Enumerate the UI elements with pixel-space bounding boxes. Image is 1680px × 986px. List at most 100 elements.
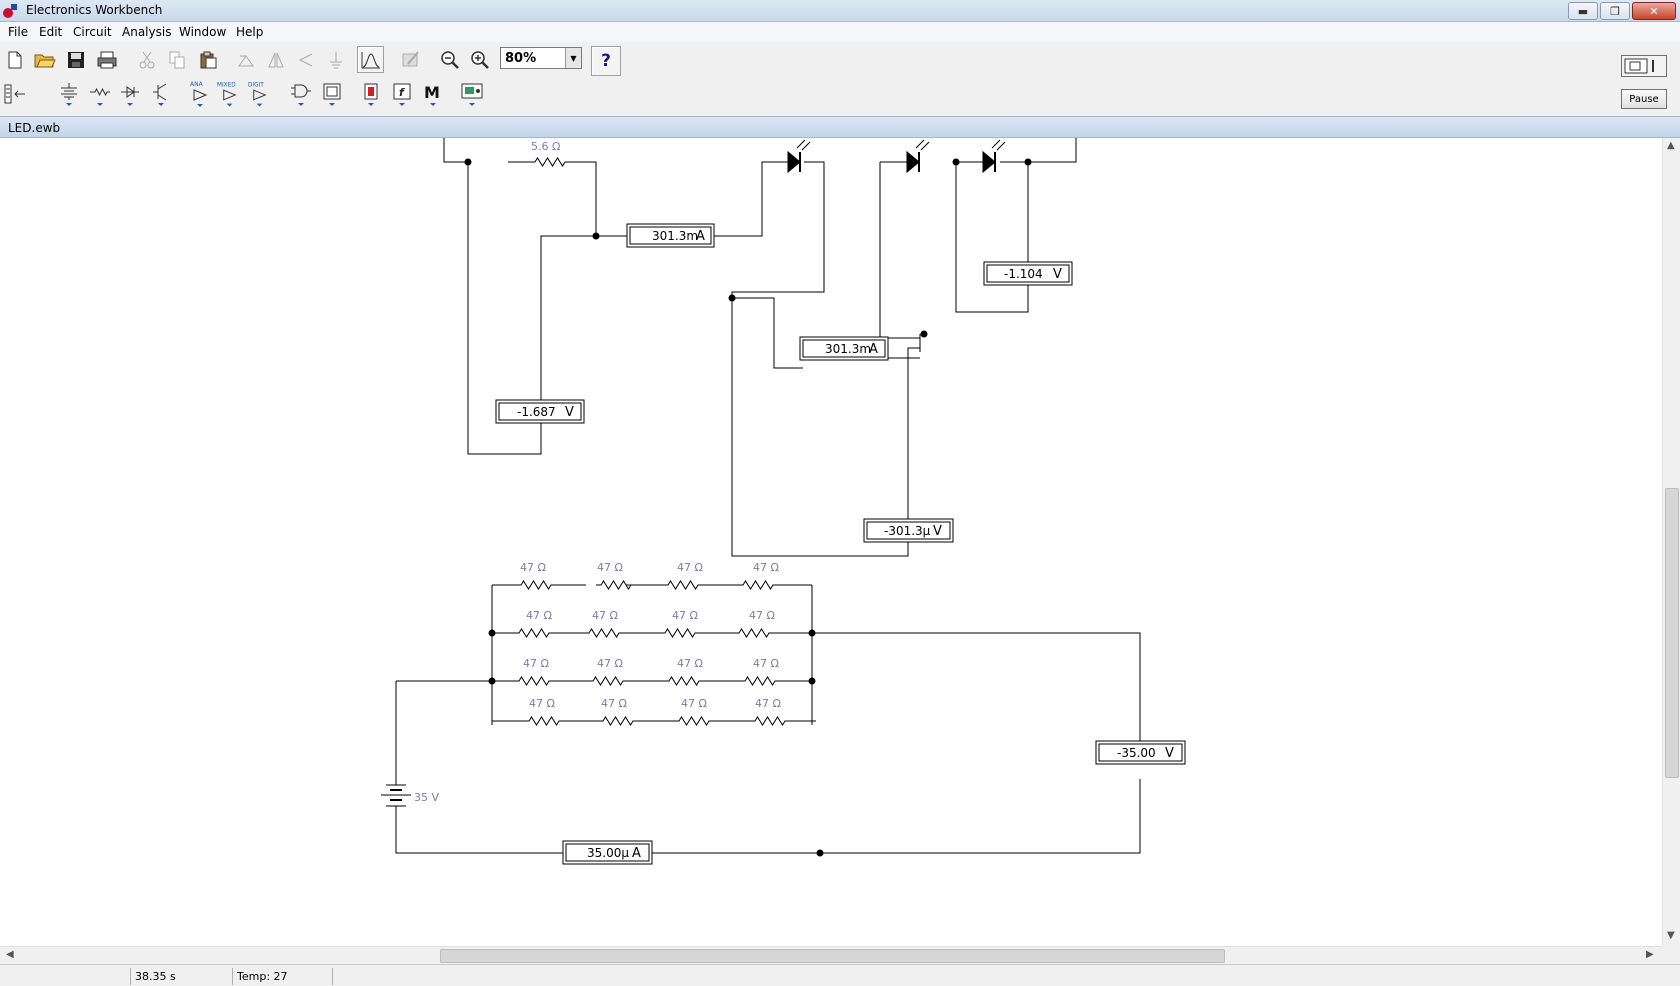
menu-window[interactable]: Window: [179, 25, 227, 39]
component-properties-button[interactable]: [322, 46, 349, 73]
svg-text:V: V: [933, 524, 942, 539]
cut-button[interactable]: [133, 46, 160, 73]
svg-text:301.3m: 301.3m: [652, 229, 698, 243]
resistor-row-3[interactable]: 47 Ω 47 Ω 47 Ω 47 Ω: [513, 657, 781, 686]
menu-help[interactable]: Help: [236, 25, 264, 39]
zoom-in-button[interactable]: [466, 46, 493, 73]
logic-gates-bin-button[interactable]: [287, 80, 314, 107]
vertical-scrollbar[interactable]: ▲ ▼: [1662, 138, 1680, 946]
copy-button[interactable]: [163, 46, 190, 73]
schematic[interactable]: 5.6 Ω: [0, 138, 1662, 946]
menu-edit[interactable]: Edit: [39, 25, 63, 39]
indicator-icon: [364, 83, 377, 106]
battery-35v[interactable]: [381, 777, 411, 817]
vertical-scroll-thumb[interactable]: [1665, 488, 1679, 778]
instruments-bin-button[interactable]: [458, 80, 485, 107]
controls-bin-button[interactable]: f: [388, 80, 415, 107]
scroll-down-icon[interactable]: ▼: [1667, 930, 1675, 941]
paste-button[interactable]: [194, 46, 221, 73]
basic-bin-button[interactable]: [86, 80, 113, 107]
ammeter-1[interactable]: 301.3m A: [626, 223, 715, 248]
svg-text:47 Ω: 47 Ω: [681, 697, 707, 710]
resistor-row-1[interactable]: 47 Ω 47 Ω 47 Ω 47 Ω: [515, 561, 779, 590]
close-button[interactable]: ✕: [1632, 2, 1676, 20]
subcircuit-button[interactable]: [397, 46, 424, 73]
favorites-bin-button[interactable]: [1, 80, 31, 107]
window-title: Electronics Workbench: [26, 3, 163, 17]
mixed-ic-icon: MIXED: [217, 82, 237, 106]
svg-text:47 Ω: 47 Ω: [755, 697, 781, 710]
indicators-bin-button[interactable]: [357, 80, 384, 107]
transistor-bin-icon: [152, 83, 166, 106]
resistor-5-6-ohm[interactable]: [529, 157, 571, 167]
app-icon: [3, 4, 17, 18]
pause-button[interactable]: Pause: [1621, 89, 1667, 109]
minimize-button[interactable]: ▬: [1568, 2, 1598, 20]
power-switch[interactable]: [1621, 55, 1667, 77]
open-file-button[interactable]: [31, 46, 58, 73]
help-button[interactable]: ?: [591, 46, 621, 76]
voltmeter-3[interactable]: -301.3μ V: [863, 518, 954, 543]
resistor-row-2[interactable]: 47 Ω 47 Ω 47 Ω 47 Ω: [513, 609, 775, 638]
restore-button[interactable]: ❐: [1600, 2, 1630, 20]
sources-bin-button[interactable]: [55, 80, 82, 107]
led-3[interactable]: [982, 139, 1006, 174]
scissors-icon: [139, 51, 154, 68]
help-icon: ?: [601, 51, 611, 71]
transistors-bin-button[interactable]: [147, 80, 174, 107]
mixed-ics-bin-button[interactable]: MIXED: [216, 80, 243, 107]
svg-text:A: A: [869, 342, 878, 357]
flip-vertical-button[interactable]: [292, 46, 319, 73]
resistor-label: 5.6 Ω: [531, 140, 560, 153]
chevron-down-icon[interactable]: ▼: [565, 48, 581, 68]
graph-button[interactable]: [357, 46, 384, 73]
analog-ics-bin-button[interactable]: ANA: [186, 80, 213, 107]
led-1[interactable]: [787, 139, 811, 174]
battery-label: 35 V: [414, 791, 439, 804]
svg-text:47 Ω: 47 Ω: [677, 561, 703, 574]
svg-text:47 Ω: 47 Ω: [523, 657, 549, 670]
miscellaneous-bin-button[interactable]: M: [419, 80, 446, 107]
print-button[interactable]: [93, 46, 120, 73]
scroll-left-icon[interactable]: ◀: [6, 949, 14, 960]
flip-vertical-icon: [298, 53, 312, 66]
document-header: LED.ewb: [0, 116, 1680, 138]
instrument-icon: [461, 83, 482, 106]
resistor-bin-icon: [89, 87, 110, 106]
resistor-row-4[interactable]: 47 Ω 47 Ω 47 Ω 47 Ω: [523, 697, 791, 726]
ammeter-2[interactable]: 301.3m A: [799, 336, 889, 361]
svg-text:47 Ω: 47 Ω: [597, 561, 623, 574]
analog-ic-icon: ANA: [190, 81, 207, 107]
zoom-out-button[interactable]: [436, 46, 463, 73]
horizontal-scroll-thumb[interactable]: [440, 949, 1225, 963]
zoom-in-icon: [470, 50, 489, 69]
digital-ics-bin-button[interactable]: DIGIT: [246, 80, 273, 107]
new-file-icon: [8, 51, 21, 68]
menu-file[interactable]: File: [8, 25, 29, 39]
svg-text:-301.3μ: -301.3μ: [884, 524, 931, 538]
scroll-right-icon[interactable]: ▶: [1646, 949, 1654, 960]
voltmeter-2[interactable]: -1.104 V: [983, 261, 1073, 286]
menu-circuit[interactable]: Circuit: [73, 25, 112, 39]
voltmeter-4[interactable]: -35.00 V: [1095, 740, 1186, 765]
scroll-up-icon[interactable]: ▲: [1667, 140, 1675, 151]
ammeter-3[interactable]: 35.00μ A: [562, 840, 653, 865]
svg-text:f: f: [399, 86, 405, 99]
diodes-bin-button[interactable]: [116, 80, 143, 107]
zoom-value: 80%: [505, 51, 537, 66]
horizontal-scrollbar[interactable]: ◀ ▶: [0, 946, 1662, 964]
led-2[interactable]: [906, 139, 930, 174]
zoom-select[interactable]: 80% ▼: [500, 47, 582, 69]
circuit-canvas[interactable]: 5.6 Ω: [0, 138, 1662, 946]
digital-ic-icon: DIGIT: [248, 82, 267, 106]
new-file-button[interactable]: [1, 46, 28, 73]
svg-text:47 Ω: 47 Ω: [749, 609, 775, 622]
flip-horizontal-button[interactable]: [262, 46, 289, 73]
save-button[interactable]: [62, 46, 89, 73]
favorites-bin-icon: [4, 84, 25, 103]
menu-analysis[interactable]: Analysis: [122, 25, 172, 39]
rotate-button[interactable]: [232, 46, 259, 73]
digital-bin-button[interactable]: [318, 80, 345, 107]
voltmeter-1[interactable]: -1.687 V: [495, 399, 585, 424]
svg-text:-35.00: -35.00: [1117, 746, 1156, 760]
